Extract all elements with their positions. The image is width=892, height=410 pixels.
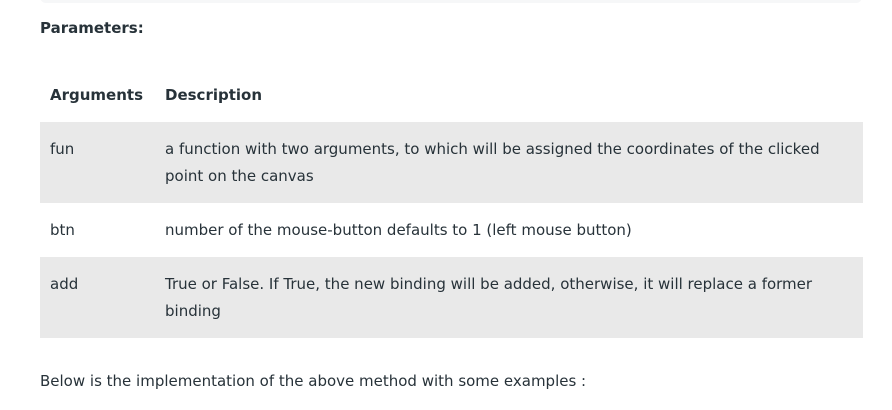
table-header-row: Arguments Description (40, 68, 863, 122)
table-row: fun a function with two arguments, to wh… (40, 122, 863, 203)
parameters-table: Arguments Description fun a function wit… (40, 68, 863, 338)
implementation-intro-text: Below is the implementation of the above… (40, 372, 587, 390)
argument-cell: add (40, 257, 155, 338)
description-cell: number of the mouse-button defaults to 1… (165, 221, 632, 239)
argument-cell: btn (50, 221, 75, 239)
previous-code-block (40, 0, 862, 3)
parameters-heading: Parameters: (40, 19, 144, 37)
argument-cell: fun (40, 122, 155, 203)
column-header-arguments: Arguments (50, 86, 144, 104)
table-row: add True or False. If True, the new bind… (40, 257, 863, 338)
column-header-description: Description (165, 86, 263, 104)
table-row: btn number of the mouse-button defaults … (40, 203, 863, 257)
description-cell: True or False. If True, the new binding … (155, 257, 863, 338)
description-cell: a function with two arguments, to which … (155, 122, 863, 203)
